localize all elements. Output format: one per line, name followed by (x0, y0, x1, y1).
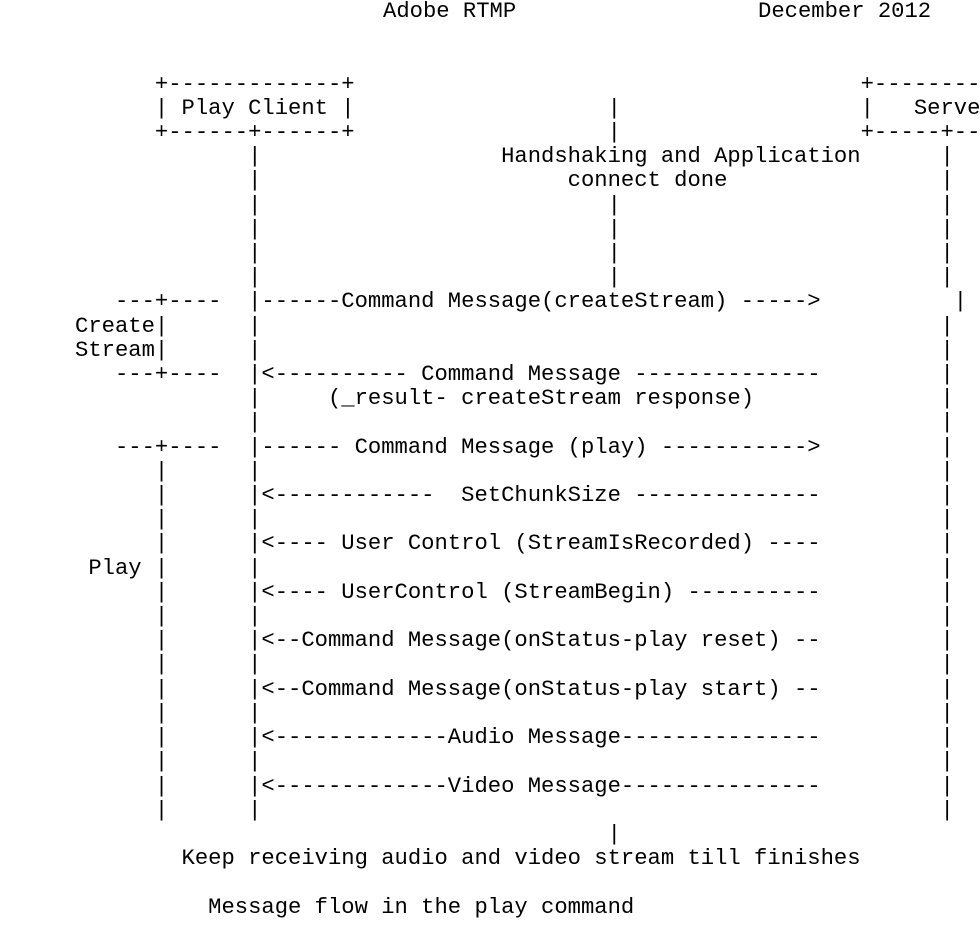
diagram-line: | Handshaking and Application | (75, 144, 954, 170)
diagram-line: | | | (75, 458, 954, 484)
document-date: December 2012 (758, 0, 932, 24)
diagram-line: | | (75, 410, 954, 436)
diagram-line: ---+---- |------Command Message(createSt… (75, 289, 968, 315)
document-header: Adobe RTMP (383, 0, 517, 24)
diagram-line: | | | (75, 652, 954, 678)
diagram-line: | | | (75, 604, 954, 630)
diagram-line: | | | (75, 749, 954, 775)
diagram-line: | |<-------------Audio Message----------… (75, 725, 954, 751)
diagram-line: | | | (75, 241, 954, 267)
diagram-line: | | | (75, 216, 954, 242)
diagram-line: | Play Client | | | Server | (75, 95, 980, 121)
diagram-line: | |<--Command Message(onStatus-play rese… (75, 628, 954, 654)
diagram-line: | | | (75, 507, 954, 533)
play-message-flow-diagram: +-------------+ +----------+ | Play Clie… (75, 0, 980, 920)
diagram-line: +------+------+ | +-----+----+ (75, 120, 980, 146)
diagram-line: Play | | | (75, 555, 954, 581)
diagram-line: Stream| | | (75, 337, 954, 363)
diagram-line: | |<--Command Message(onStatus-play star… (75, 676, 954, 702)
diagram-line: | |<---- UserControl (StreamBegin) -----… (75, 579, 954, 605)
diagram-line: ---+---- |<---------- Command Message --… (75, 362, 954, 388)
diagram-line: Keep receiving audio and video stream ti… (75, 846, 861, 872)
diagram-line: | | | (75, 265, 954, 291)
diagram-line: | |<---- User Control (StreamIsRecorded)… (75, 531, 954, 557)
diagram-line: | |<------------ SetChunkSize ----------… (75, 483, 954, 509)
diagram-line: | (_result- createStream response) | (75, 386, 954, 412)
diagram-line: | | | (75, 797, 954, 823)
diagram-line: ---+---- |------ Command Message (play) … (75, 434, 954, 460)
diagram-line: | | | (75, 192, 954, 218)
diagram-line: +-------------+ +----------+ (75, 71, 980, 97)
diagram-line: | connect done | (75, 168, 954, 194)
diagram-line: | |<-------------Video Message----------… (75, 773, 954, 799)
diagram-line: Create| | | (75, 313, 954, 339)
diagram-line: | | | (75, 700, 954, 726)
diagram-line: | (75, 821, 621, 847)
diagram-line: Message flow in the play command (75, 894, 635, 920)
